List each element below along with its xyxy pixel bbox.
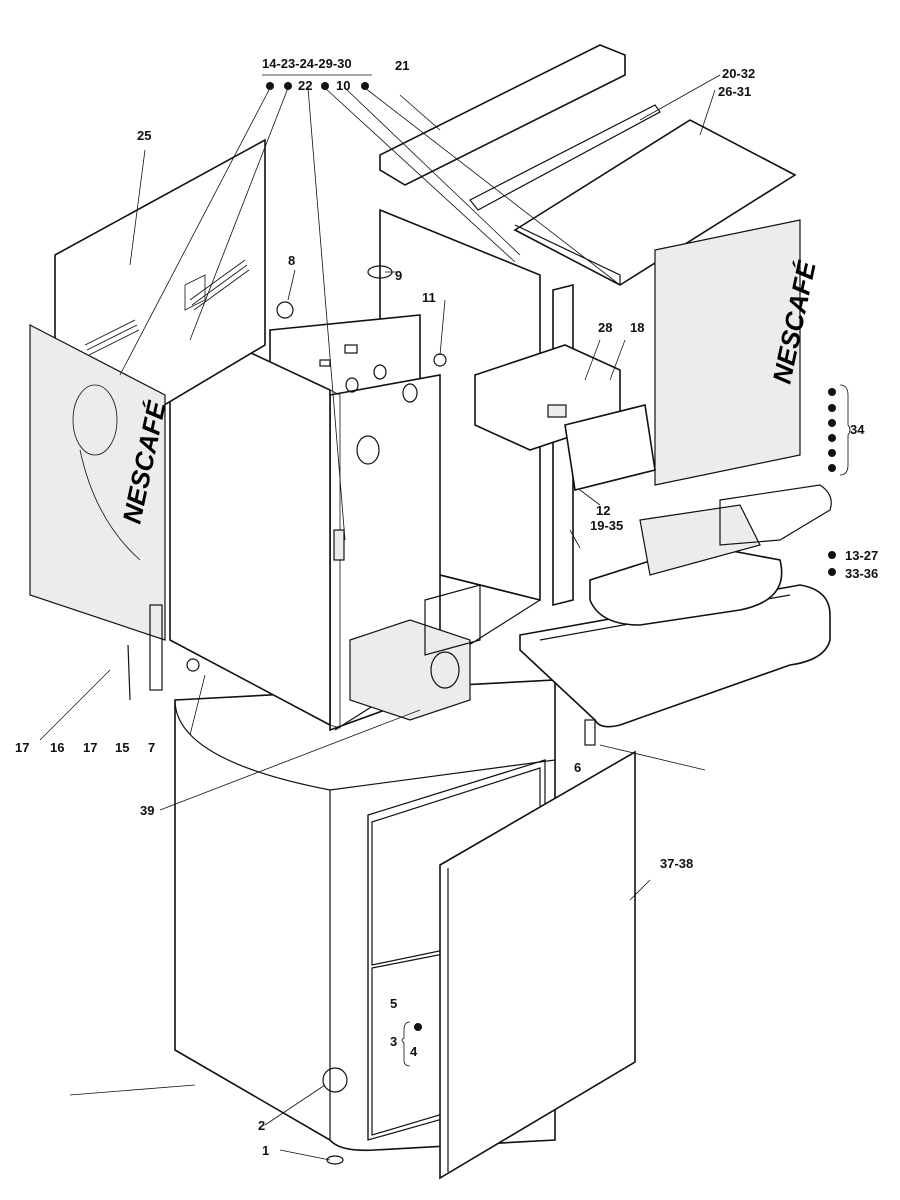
top-lid-21 (379, 44, 661, 211)
label-10: 10 (336, 78, 350, 93)
label-20-32: 20-32 (722, 66, 755, 81)
label-34: 34 (850, 422, 865, 437)
label-1: 1 (262, 1143, 269, 1158)
label-37-38: 37-38 (660, 856, 693, 871)
part-1 (326, 1155, 344, 1165)
cup-platform (589, 484, 832, 626)
label-17-b: 17 (83, 740, 97, 755)
label-25: 25 (137, 128, 151, 143)
label-16: 16 (50, 740, 64, 755)
label-17-a: 17 (15, 740, 29, 755)
label-8: 8 (288, 253, 295, 268)
label-14-group: 14-23-24-29-30 (262, 56, 352, 71)
label-11: 11 (422, 290, 436, 305)
left-decor-panel: NESCAFÉ (29, 324, 172, 641)
label-6: 6 (574, 760, 581, 775)
label-12: 12 (596, 503, 610, 518)
label-26-31: 26-31 (718, 84, 751, 99)
label-18: 18 (630, 320, 644, 335)
front-door (439, 750, 636, 1180)
main-body (269, 208, 541, 732)
canister-28 (474, 344, 656, 491)
label-5: 5 (390, 996, 397, 1011)
part-6 (584, 719, 596, 746)
label-28: 28 (598, 320, 612, 335)
label-33-36: 33-36 (845, 566, 878, 581)
right-decor-panel: NESCAFÉ (654, 219, 822, 486)
part-labels: 14-23-24-29-30 22 10 21 20-32 26-31 25 8… (15, 56, 878, 1158)
label-7: 7 (148, 740, 155, 755)
callout-dots (266, 82, 836, 1031)
part-7 (186, 658, 200, 672)
part-8 (276, 301, 294, 319)
top-cover-26-31 (513, 119, 797, 286)
label-2: 2 (258, 1118, 265, 1133)
leader-lines (39, 74, 721, 1161)
label-9: 9 (395, 268, 402, 283)
label-39: 39 (140, 803, 154, 818)
bracket-3 (401, 1021, 411, 1067)
label-13-27: 13-27 (845, 548, 878, 563)
part-15 (149, 604, 163, 691)
part-2 (322, 1067, 348, 1093)
label-21: 21 (395, 58, 409, 73)
bracket-34 (839, 384, 851, 476)
label-15: 15 (115, 740, 129, 755)
part-16 (127, 644, 131, 701)
label-4: 4 (410, 1044, 418, 1059)
left-side-panel (169, 313, 345, 729)
label-19-35: 19-35 (590, 518, 623, 533)
label-3: 3 (390, 1034, 397, 1049)
label-22: 22 (298, 78, 312, 93)
